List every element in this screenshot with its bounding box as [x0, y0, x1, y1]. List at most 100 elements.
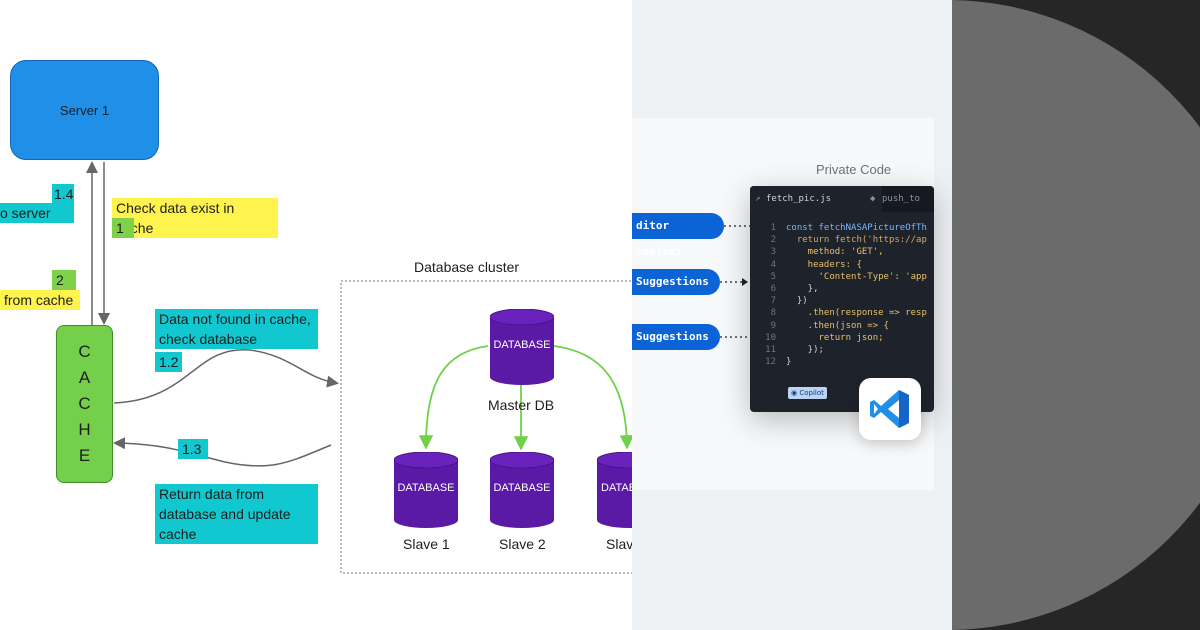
cache-letter: H: [78, 420, 91, 439]
code-text: method: 'GET',: [786, 247, 884, 258]
code-text: .then(json => {: [786, 320, 889, 331]
code-text: return fetch('https://ap: [786, 235, 927, 246]
line-number: 5: [770, 271, 776, 282]
code-line: 3 method: 'GET',: [750, 246, 884, 258]
tab-label: push_to: [882, 194, 920, 204]
code-text: return json;: [786, 332, 884, 343]
tab-push-to[interactable]: ◆ push_to: [866, 186, 934, 212]
vscode-icon: [870, 390, 909, 428]
code-line: 6 },: [750, 283, 819, 295]
step-2-number: 2: [52, 270, 76, 290]
slave-3-database: DATABASE: [596, 451, 632, 528]
step-1-4-text: o server: [0, 203, 74, 223]
code-line: 4 headers: {: [750, 259, 862, 271]
decorative-circle: [952, 0, 1200, 630]
line-number: 11: [765, 345, 776, 355]
code-line: 5 'Content-Type': 'app: [750, 271, 927, 283]
server-label: Server 1: [59, 102, 110, 118]
database-label: DATABASE: [493, 339, 551, 351]
code-text: },: [786, 284, 819, 294]
private-code-title: Private Code: [816, 162, 892, 177]
code-text: headers: {: [786, 259, 862, 270]
step-1-1-line: check database: [159, 331, 258, 347]
slave-3-label: Slav: [606, 536, 632, 552]
replication-arrow-slave-1: [418, 345, 489, 450]
database-label: DATABASE: [601, 482, 632, 494]
js-file-icon: ↗: [755, 194, 761, 204]
line-number: 8: [770, 308, 776, 319]
suggestions-pill-1: Suggestions: [632, 269, 720, 295]
code-text: }: [786, 357, 792, 368]
line-number: 6: [770, 284, 776, 294]
line-number: 12: [765, 357, 776, 368]
database-cylinder-icon: [489, 308, 555, 385]
master-db-label: Master DB: [488, 397, 555, 413]
dark-decorative-panel: [952, 0, 1200, 630]
slave-1-database: DATABASE: [393, 451, 459, 528]
copilot-badge-label: Copilot: [799, 389, 824, 397]
database-label: DATABASE: [493, 482, 551, 494]
step-1-4-number: 1.4: [52, 184, 74, 204]
slave-1-label: Slave 1: [403, 536, 450, 552]
vscode-app-icon-tile: [859, 378, 921, 440]
copilot-icon: ◉: [791, 389, 798, 397]
code-editor-window: ↗ fetch_pic.js ◆ push_to 1 const fetchNAS…: [750, 186, 934, 412]
slave-2-database: DATABASE: [489, 451, 555, 528]
line-number: 10: [765, 332, 776, 343]
code-text: 'Content-Type': 'app: [786, 271, 927, 282]
database-cluster-border: [340, 280, 632, 574]
step-1-1-text: Data not found in cache, check database: [155, 309, 318, 349]
database-cylinder-icon: [596, 451, 632, 528]
replication-arrow-slave-3: [553, 345, 632, 450]
master-database: DATABASE: [489, 308, 555, 385]
database-label: DATABASE: [397, 482, 455, 494]
tab-label: fetch_pic.js: [766, 194, 832, 204]
editor-context-pill: ditor context: [632, 213, 724, 258]
database-cluster-title: Database cluster: [414, 259, 520, 275]
slave-2-label: Slave 2: [499, 536, 546, 552]
line-number: 2: [770, 235, 776, 246]
step-1-3-text: Return data from database and update cac…: [155, 484, 318, 544]
code-line: 8 .then(response => resp: [750, 307, 927, 319]
editor-tab-bar: ↗ fetch_pic.js ◆ push_to: [750, 186, 934, 212]
tab-fetch-pic[interactable]: ↗ fetch_pic.js: [750, 186, 882, 212]
copilot-badge: ◉ Copilot: [788, 387, 827, 399]
code-line: 2 return fetch('https://ap: [750, 234, 927, 246]
step-1-3-number: 1.3: [178, 439, 208, 459]
line-number: 4: [770, 259, 776, 270]
step-1-3-line: database and update: [159, 506, 291, 522]
cache-node: C A C H E: [56, 325, 113, 483]
server-node: Server 1: [10, 60, 159, 160]
cache-letter: C: [78, 394, 91, 413]
step-1-2-number: 1.2: [155, 352, 182, 372]
code-line: 9 .then(json => {: [750, 320, 889, 332]
suggestions-pill-2: Suggestions: [632, 324, 720, 350]
step-1-text: Check data exist in cache: [112, 198, 278, 238]
step-1-3-line: Return data from: [159, 486, 265, 502]
diagram-connectors: [86, 161, 632, 574]
diamond-icon: ◆: [870, 194, 876, 204]
code-text: const fetchNASAPictureOfTh: [786, 223, 927, 233]
code-line: 1 const fetchNASAPictureOfTh: [750, 222, 927, 234]
code-line: 7 }): [750, 295, 808, 307]
code-text: });: [786, 345, 824, 355]
arrow-cache-to-database: [113, 349, 339, 404]
step-1-1-line: Data not found in cache,: [159, 311, 311, 327]
line-number: 3: [770, 247, 776, 258]
code-text: .then(response => resp: [786, 308, 927, 319]
arrow-database-to-cache: [113, 437, 332, 467]
cache-letter: A: [78, 368, 91, 387]
line-number: 9: [770, 320, 776, 331]
code-line: 11 });: [750, 344, 824, 356]
code-line: 10 return json;: [750, 332, 884, 344]
step-1-3-line: cache: [159, 526, 197, 542]
cache-letter: E: [78, 446, 91, 465]
cache-architecture-diagram: Server 1 C A C H E 1.4 o server Check da…: [0, 60, 632, 574]
step-2-text: from cache: [0, 290, 80, 310]
database-cylinder-icon: [489, 451, 555, 528]
line-number: 7: [770, 296, 776, 307]
line-number: 1: [770, 223, 776, 233]
cache-letter: C: [78, 342, 91, 361]
step-1-number: 1: [112, 218, 134, 238]
code-line: 12}: [750, 356, 791, 368]
